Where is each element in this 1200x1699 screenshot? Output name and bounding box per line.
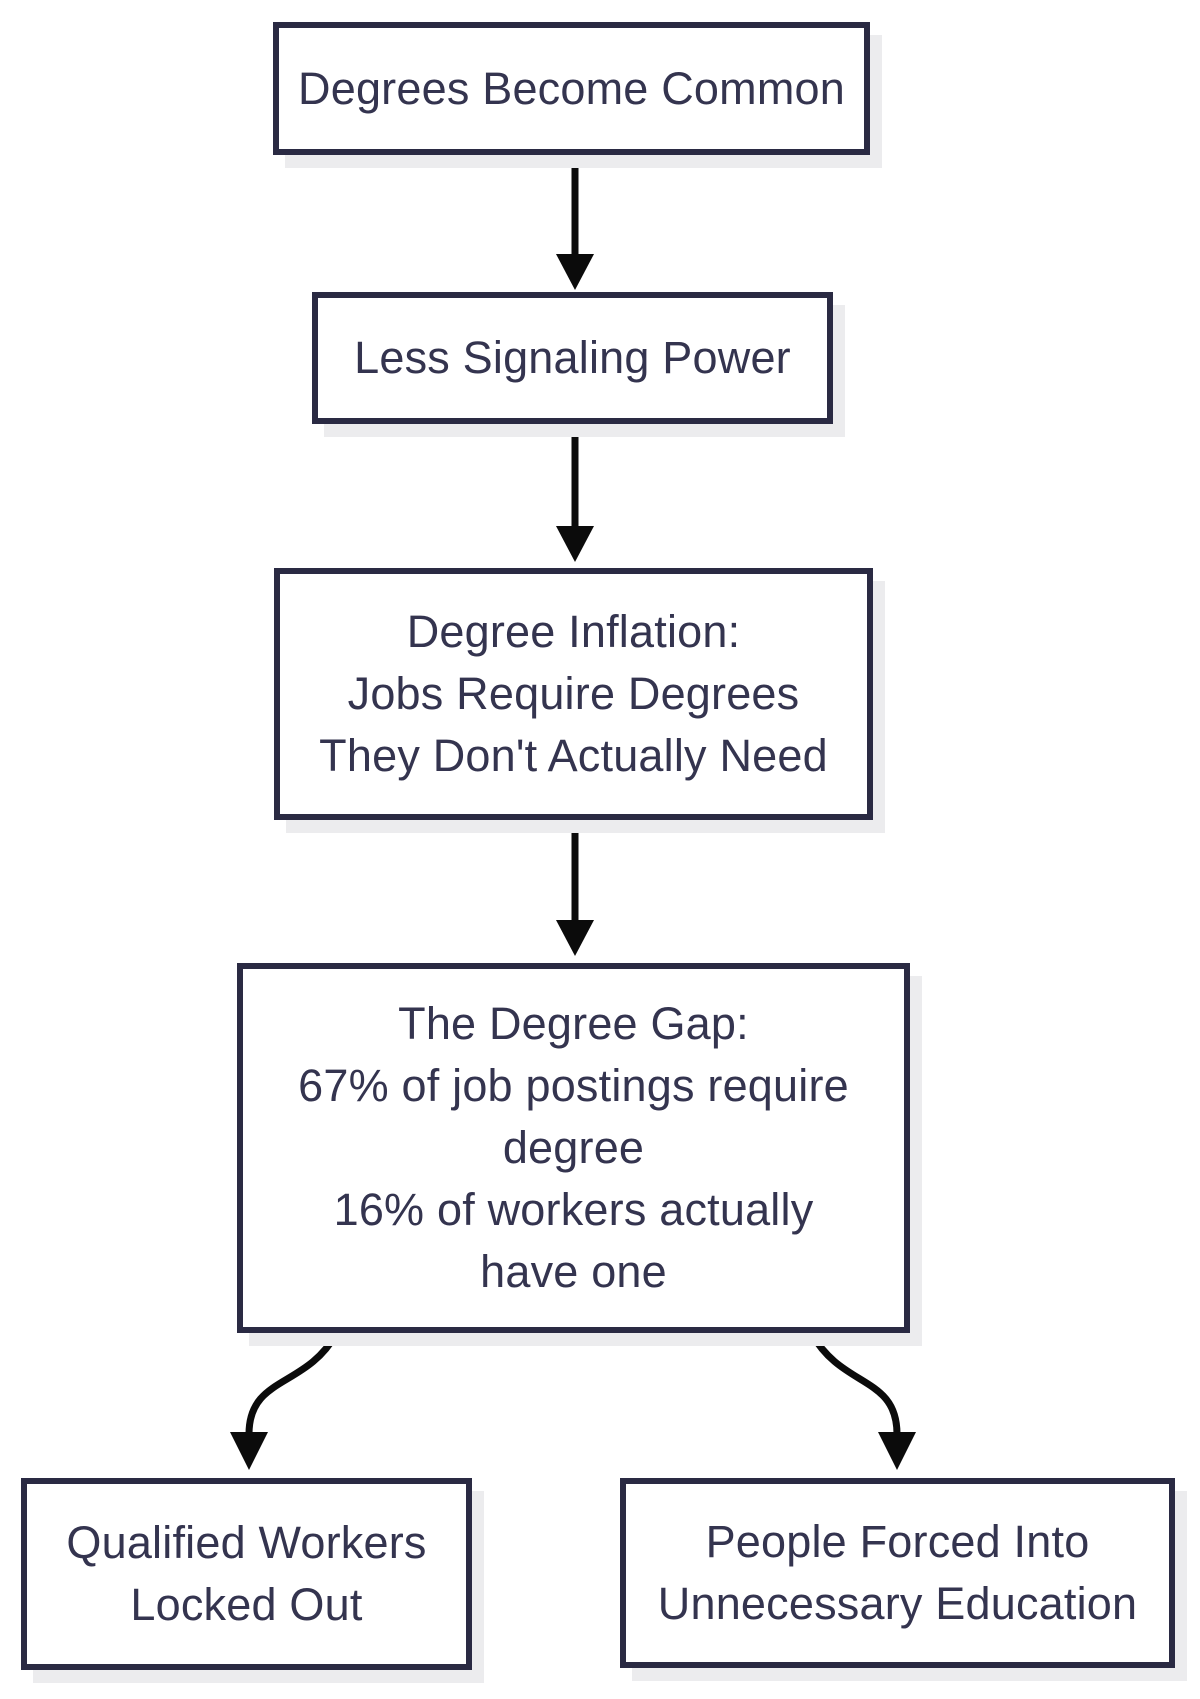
node-qualified-workers-locked-out: Qualified Workers Locked Out — [21, 1478, 472, 1670]
arrowhead-down-icon — [556, 254, 594, 290]
arrow-gap-to-education — [808, 1332, 916, 1470]
node-label: Degrees Become Common — [298, 62, 845, 114]
arrow-signaling-to-inflation — [556, 424, 594, 562]
arrowhead-down-icon — [230, 1432, 268, 1470]
arrow-curve — [808, 1332, 901, 1435]
node-less-signaling-power: Less Signaling Power — [312, 292, 833, 424]
node-label: Degree Inflation: Jobs Require Degrees T… — [319, 606, 828, 781]
arrowhead-down-icon — [878, 1432, 916, 1470]
arrow-degrees-to-signaling — [556, 155, 594, 290]
node-label: The Degree Gap: 67% of job postings requ… — [298, 998, 849, 1297]
node-label: People Forced Into Unnecessary Education — [657, 1516, 1138, 1629]
node-degrees-become-common: Degrees Become Common — [273, 22, 870, 155]
arrow-gap-to-locked-out — [230, 1332, 340, 1470]
node-degree-inflation: Degree Inflation: Jobs Require Degrees T… — [274, 568, 873, 820]
arrowhead-down-icon — [556, 920, 594, 956]
node-unnecessary-education: People Forced Into Unnecessary Education — [620, 1478, 1175, 1668]
arrow-curve — [245, 1332, 340, 1435]
arrow-inflation-to-gap — [556, 820, 594, 956]
node-label: Less Signaling Power — [354, 332, 791, 383]
arrowhead-down-icon — [556, 526, 594, 562]
node-label: Qualified Workers Locked Out — [66, 1517, 427, 1630]
node-degree-gap: The Degree Gap: 67% of job postings requ… — [237, 963, 910, 1333]
